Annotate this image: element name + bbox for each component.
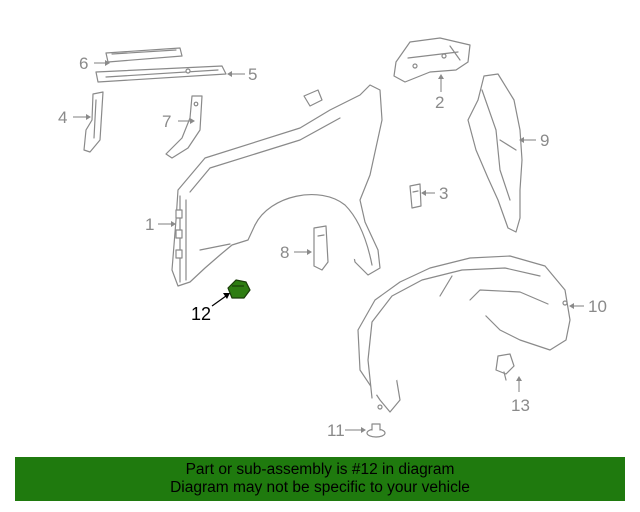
part-2-bracket bbox=[393, 37, 471, 83]
callout-4: 4 bbox=[58, 108, 68, 127]
part-11-clip bbox=[366, 423, 386, 438]
banner-line-2: Diagram may not be specific to your vehi… bbox=[170, 479, 470, 496]
part-9-shield bbox=[467, 73, 523, 233]
callout-13: 13 bbox=[511, 396, 530, 415]
part-12-highlighted bbox=[227, 279, 251, 299]
part-6-strip bbox=[105, 47, 183, 63]
callout-9: 9 bbox=[540, 131, 550, 150]
info-banner: Part or sub-assembly is #12 in diagram D… bbox=[15, 457, 625, 501]
callout-8: 8 bbox=[280, 243, 290, 262]
part-13-pushpin bbox=[495, 353, 515, 381]
callout-2: 2 bbox=[435, 93, 445, 112]
callout-12: 12 bbox=[191, 304, 212, 324]
callout-3: 3 bbox=[439, 184, 449, 203]
part-5-bracket bbox=[95, 65, 227, 83]
parts-diagram bbox=[73, 37, 584, 438]
part-3-clip bbox=[409, 183, 422, 209]
callout-7: 7 bbox=[162, 112, 172, 131]
callout-1: 1 bbox=[145, 215, 155, 234]
part-8-bracket bbox=[313, 225, 329, 271]
part-10-liner bbox=[357, 255, 571, 413]
banner-line-1: Part or sub-assembly is #12 in diagram bbox=[185, 461, 455, 478]
callout-5: 5 bbox=[248, 65, 258, 84]
part-4-bracket bbox=[83, 91, 104, 153]
callout-11: 11 bbox=[327, 421, 345, 440]
callout-6: 6 bbox=[79, 54, 89, 73]
callout-10: 10 bbox=[588, 297, 607, 316]
part-7-bracket bbox=[165, 95, 203, 159]
part-1-fender bbox=[171, 84, 383, 287]
